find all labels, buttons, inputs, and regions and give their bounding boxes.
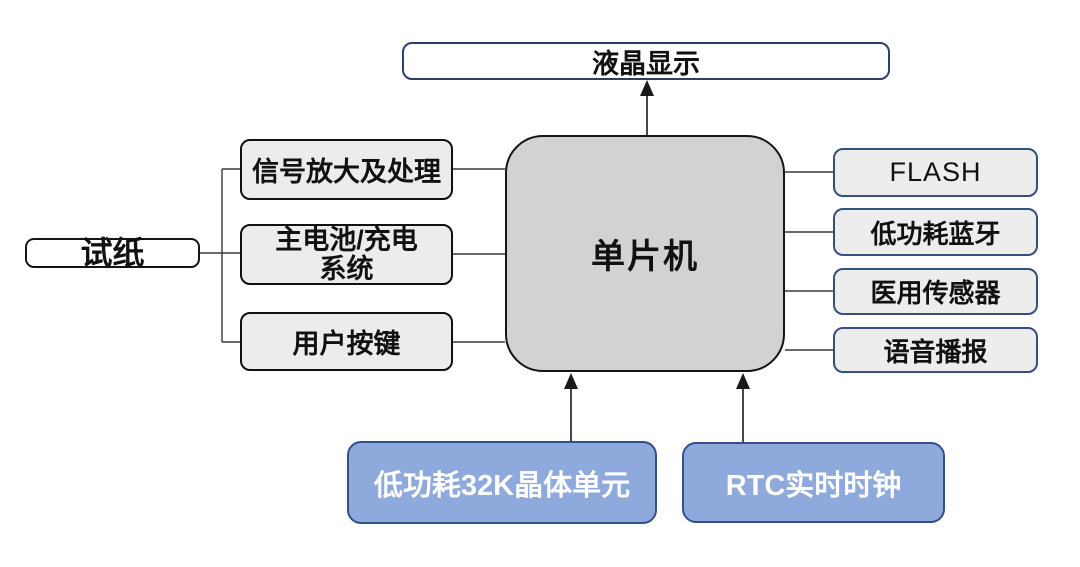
node-mcu: 单片机 <box>505 135 785 372</box>
arrow-rtc-to-mcu-head <box>736 373 750 389</box>
node-lcd-display: 液晶显示 <box>402 42 890 80</box>
arrow-crystal-to-mcu-head <box>564 373 578 389</box>
node-flash-memory: FLASH <box>833 148 1038 197</box>
node-low-power-bluetooth: 低功耗蓝牙 <box>833 208 1038 256</box>
arrow-mcu-to-lcd-head <box>640 80 654 96</box>
node-medical-sensor: 医用传感器 <box>833 268 1038 315</box>
node-user-buttons: 用户按键 <box>240 312 453 371</box>
node-signal-amplification: 信号放大及处理 <box>240 139 453 200</box>
node-32k-crystal-unit: 低功耗32K晶体单元 <box>347 441 657 524</box>
node-rtc-clock: RTC实时时钟 <box>682 442 945 523</box>
node-voice-broadcast: 语音播报 <box>833 327 1038 373</box>
node-battery-charging-system: 主电池/充电 系统 <box>240 224 453 285</box>
node-test-strip: 试纸 <box>25 237 200 269</box>
